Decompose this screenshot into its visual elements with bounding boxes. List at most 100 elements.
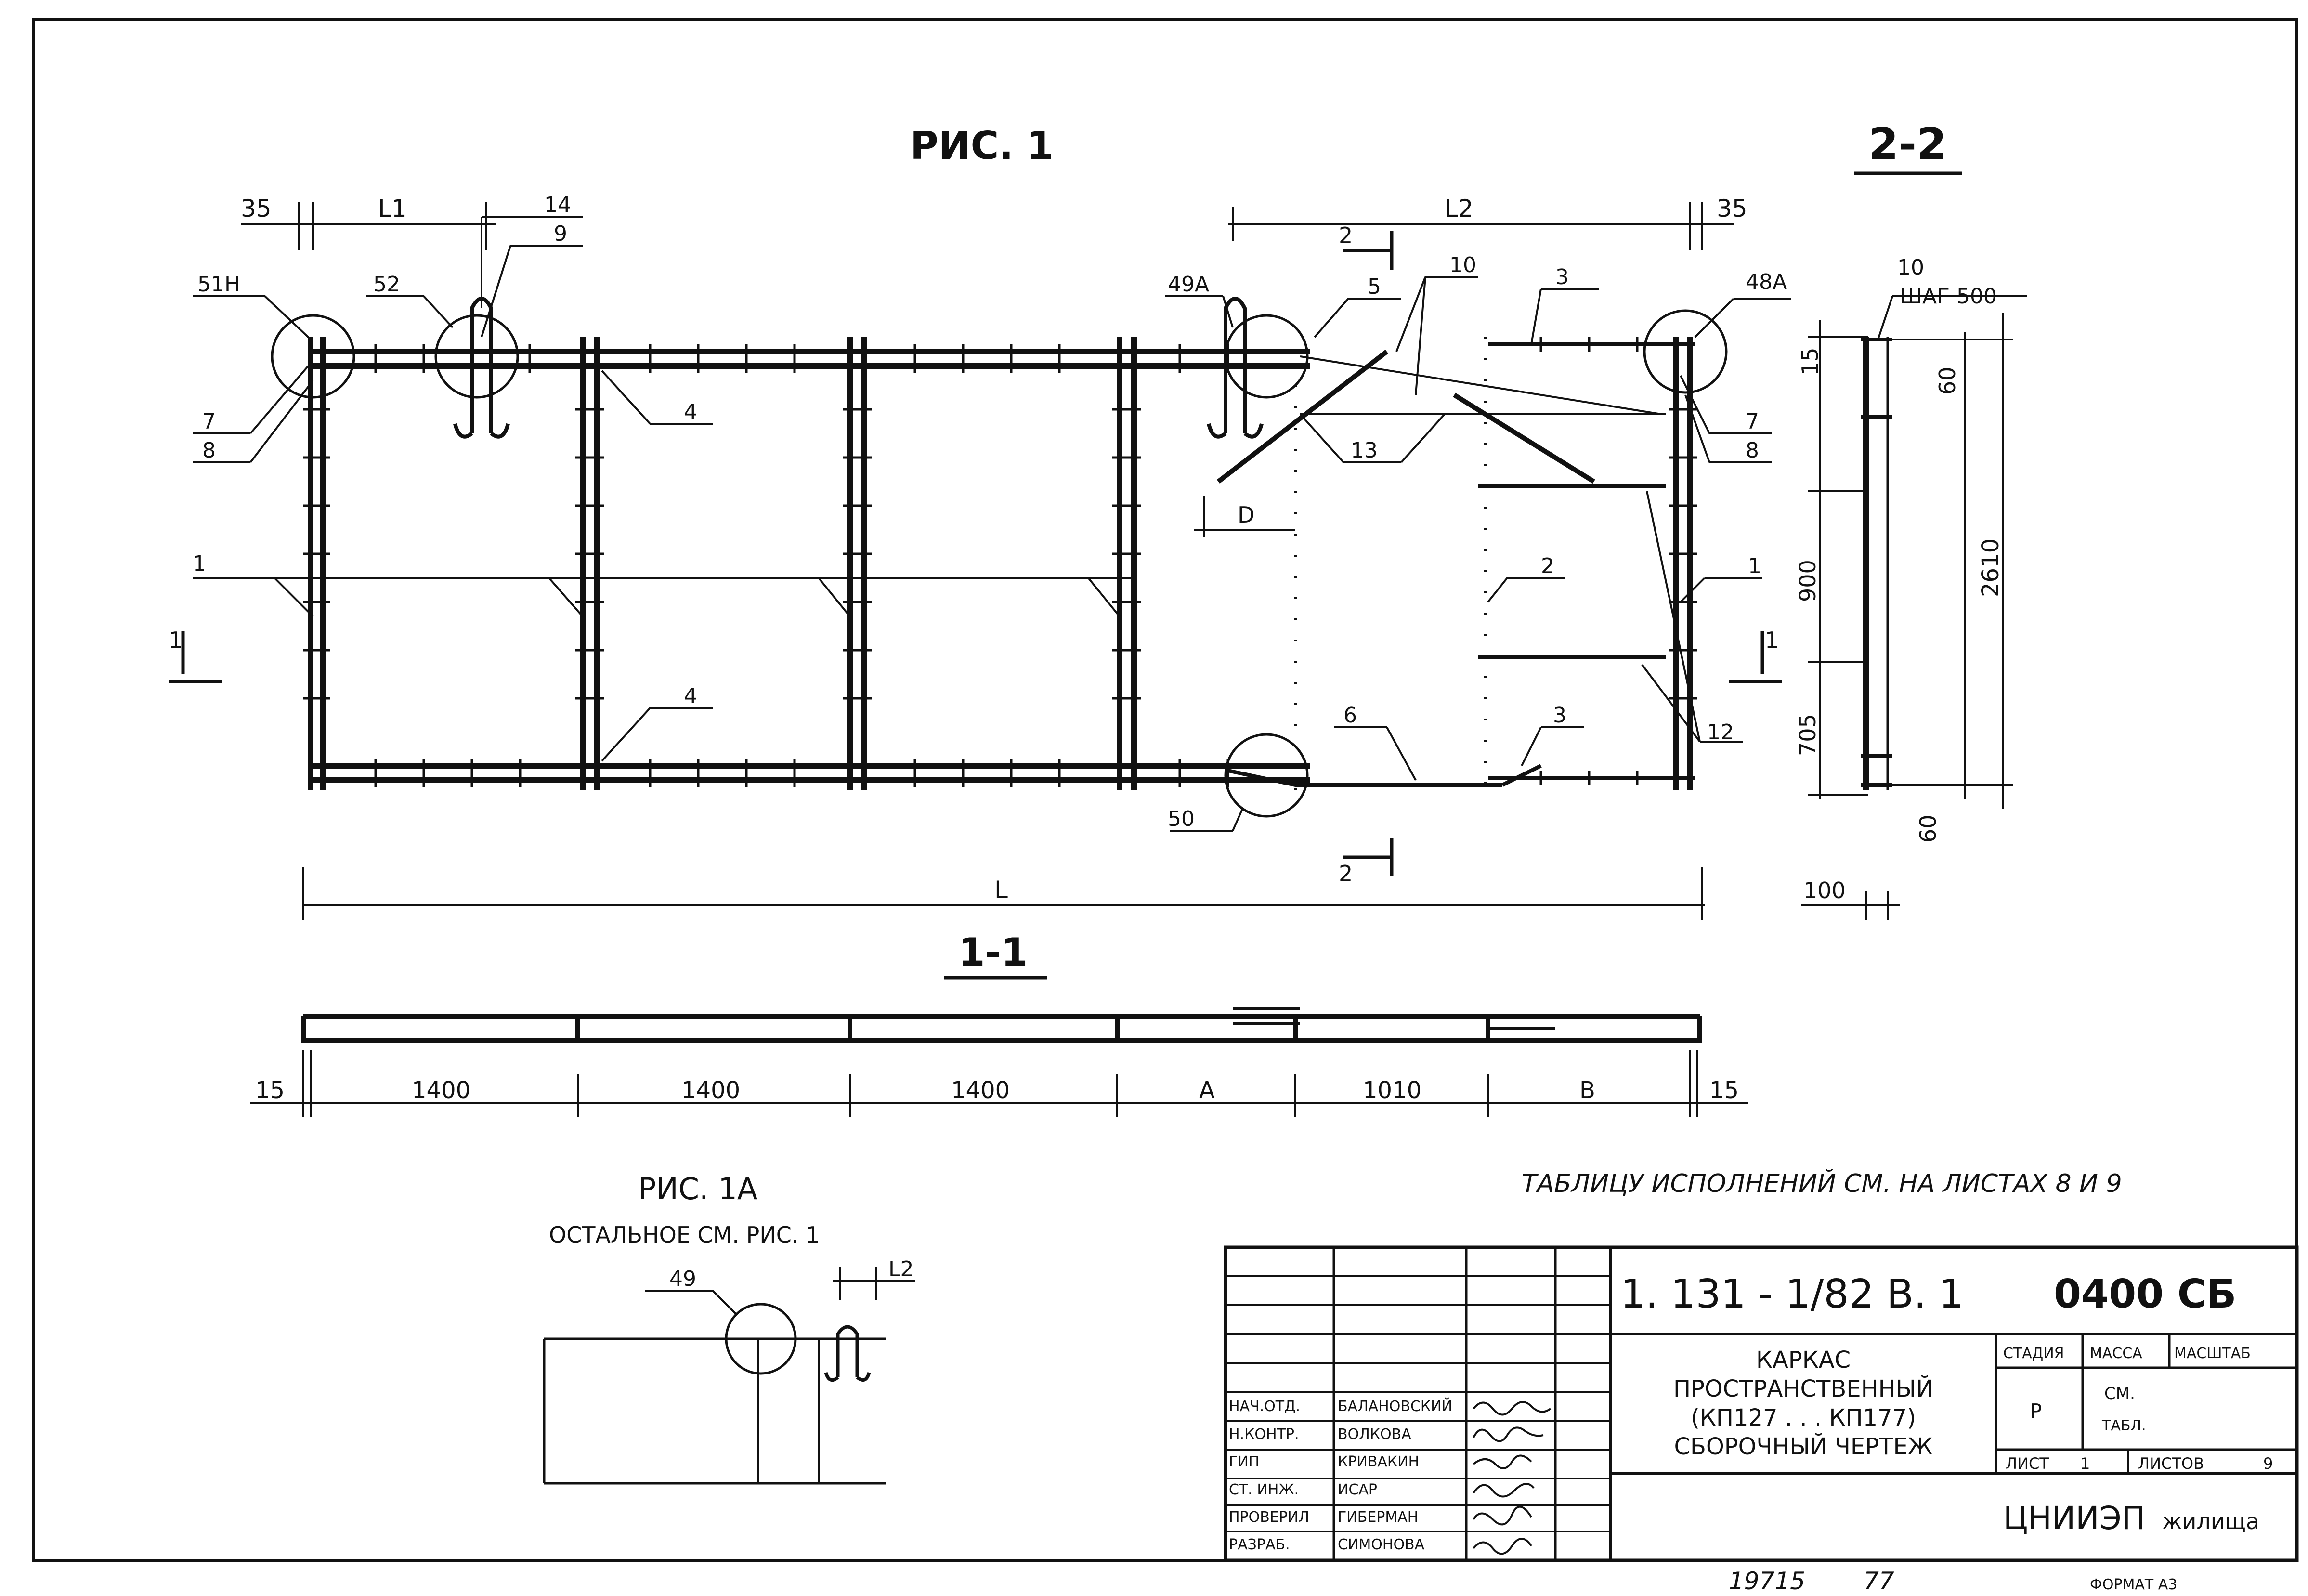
dim-sec22-15: 15 <box>1797 347 1823 376</box>
dim-sec22-2610: 2610 <box>1977 538 2004 597</box>
doc-title-line-4: СБОРОЧНЫЙ ЧЕРТЕЖ <box>1674 1433 1933 1460</box>
format-label: ФОРМАТ А3 <box>2090 1576 2177 1593</box>
dim-sec11-1010: 1010 <box>1363 1077 1421 1104</box>
doc-code: 1. 131 - 1/82 В. 1 <box>1620 1271 1964 1317</box>
label-4-bottom: 4 <box>684 684 697 708</box>
diagonal-10 <box>1300 355 1662 415</box>
label-50: 50 <box>1168 807 1195 831</box>
dim-l2: L2 <box>1445 195 1473 222</box>
label-6: 6 <box>1343 703 1357 728</box>
role-0: НАЧ.ОТД. <box>1229 1398 1300 1415</box>
node-52-circle <box>434 314 519 399</box>
label-52: 52 <box>373 272 400 297</box>
role-1: Н.КОНТР. <box>1229 1426 1299 1443</box>
label-3: 3 <box>1555 265 1569 289</box>
section-mark-1-right: 1 <box>1765 627 1779 653</box>
section-mark-2-top: 2 <box>1339 222 1353 249</box>
dim-35-right: 35 <box>1717 195 1747 222</box>
bar-3b <box>1501 764 1542 787</box>
label-12: 12 <box>1707 720 1734 745</box>
ris1-title: РИС. 1 <box>910 123 1054 168</box>
dim-sec22-705: 705 <box>1795 714 1821 756</box>
dim-sec11-15-left: 15 <box>255 1077 285 1104</box>
label-2: 2 <box>1541 554 1554 578</box>
sheet-number: 1 <box>2080 1454 2090 1473</box>
bar-50 <box>1227 769 1296 787</box>
role-2: ГИП <box>1229 1453 1259 1470</box>
mass-label: МАССА <box>2090 1345 2142 1362</box>
sheet-code: 0400 СБ <box>2054 1271 2236 1317</box>
section-1-1-dims <box>250 1050 1748 1117</box>
label-8: 8 <box>202 438 216 463</box>
label-step-500: ШАГ 500 <box>1900 284 1997 309</box>
dim-ris1a-l2: L2 <box>888 1257 914 1282</box>
inventory-number: 19715 <box>1729 1567 1805 1595</box>
hook-49a-curl-b <box>1243 423 1264 439</box>
sheet-label: ЛИСТ <box>2006 1454 2049 1473</box>
title-block-grid <box>1224 1245 2299 1562</box>
main-labels: 51Н 52 14 9 49А 5 10 3 48А 7 8 4 13 7 8 … <box>193 193 1787 831</box>
node-48a-circle <box>1643 309 1728 394</box>
name-5: СИМОНОВА <box>1338 1536 1425 1553</box>
signatures <box>1473 1401 1552 1555</box>
dim-sec11-a: А <box>1199 1077 1215 1104</box>
doc-title-line-1: КАРКАС <box>1756 1347 1851 1374</box>
label-7: 7 <box>202 409 216 434</box>
ris1a-drawing <box>543 1267 915 1485</box>
dim-sec11-1400-a: 1400 <box>412 1077 470 1104</box>
org-name: ЦНИИЭП <box>2003 1500 2145 1537</box>
label-51h: 51Н <box>197 272 240 297</box>
dim-sec11-1400-c: 1400 <box>951 1077 1010 1104</box>
node-50-circle <box>1224 733 1309 818</box>
dim-sec22-60-top: 60 <box>1934 366 1960 395</box>
hook-49a-curl-a <box>1207 423 1227 439</box>
dim-sec22-100: 100 <box>1803 877 1846 903</box>
hook-14-curl-a <box>453 423 473 439</box>
dim-sec22-900: 900 <box>1795 560 1821 602</box>
label-49: 49 <box>669 1267 696 1291</box>
name-2: КРИВАКИН <box>1338 1453 1419 1470</box>
dim-l-lines <box>302 867 1705 920</box>
chord-rungs <box>374 337 1639 787</box>
dim-sec11-1400-b: 1400 <box>681 1077 740 1104</box>
stage-label: СТАДИЯ <box>2003 1345 2064 1362</box>
dim-sec11-15-right: 15 <box>1709 1077 1739 1104</box>
dim-sec11-b: В <box>1579 1077 1595 1104</box>
label-9: 9 <box>554 222 567 246</box>
section-2-2-title: 2-2 <box>1868 119 1947 170</box>
label-49a: 49А <box>1168 272 1209 297</box>
dim-sec22-60-bottom: 60 <box>1915 814 1941 843</box>
section-2-2-dims <box>1801 295 2027 920</box>
sheets-count: 9 <box>2263 1454 2273 1473</box>
label-4: 4 <box>684 400 697 424</box>
dim-l-total: L <box>994 876 1008 904</box>
hook-14-curl-b <box>490 423 510 439</box>
name-1: ВОЛКОВА <box>1338 1426 1411 1443</box>
label-1-right: 1 <box>1748 554 1761 578</box>
label-10: 10 <box>1449 253 1476 277</box>
mass-value-2: ТАБЛ. <box>2101 1417 2146 1434</box>
section-1-1-drawing <box>301 1007 1702 1043</box>
sheet-frame <box>32 18 2298 1562</box>
role-3: СТ. ИНЖ. <box>1229 1481 1299 1498</box>
section-mark-1-left: 1 <box>169 627 183 653</box>
label-5: 5 <box>1368 275 1381 299</box>
stage-value: Р <box>2030 1400 2042 1423</box>
label-8-right: 8 <box>1746 438 1759 463</box>
ris1a-title: РИС. 1А <box>638 1171 757 1206</box>
dim-d: D <box>1238 502 1254 528</box>
mass-value-1: СМ. <box>2104 1384 2135 1403</box>
name-0: БАЛАНОВСКИЙ <box>1338 1398 1452 1415</box>
label-48a: 48А <box>1746 270 1787 294</box>
post-rungs <box>303 408 1697 700</box>
dim-d-lines <box>1194 496 1295 537</box>
name-3: ИСАР <box>1338 1481 1377 1498</box>
label-14: 14 <box>544 193 571 217</box>
scale-label: МАСШТАБ <box>2174 1345 2251 1362</box>
main-frame-drawing <box>271 297 1728 818</box>
label-13: 13 <box>1351 438 1378 463</box>
dim-35-left: 35 <box>241 195 272 222</box>
ris1a-note: ОСТАЛЬНОЕ СМ. РИС. 1 <box>549 1222 820 1248</box>
main-leaders <box>193 216 1791 832</box>
label-3-bottom: 3 <box>1553 703 1566 728</box>
